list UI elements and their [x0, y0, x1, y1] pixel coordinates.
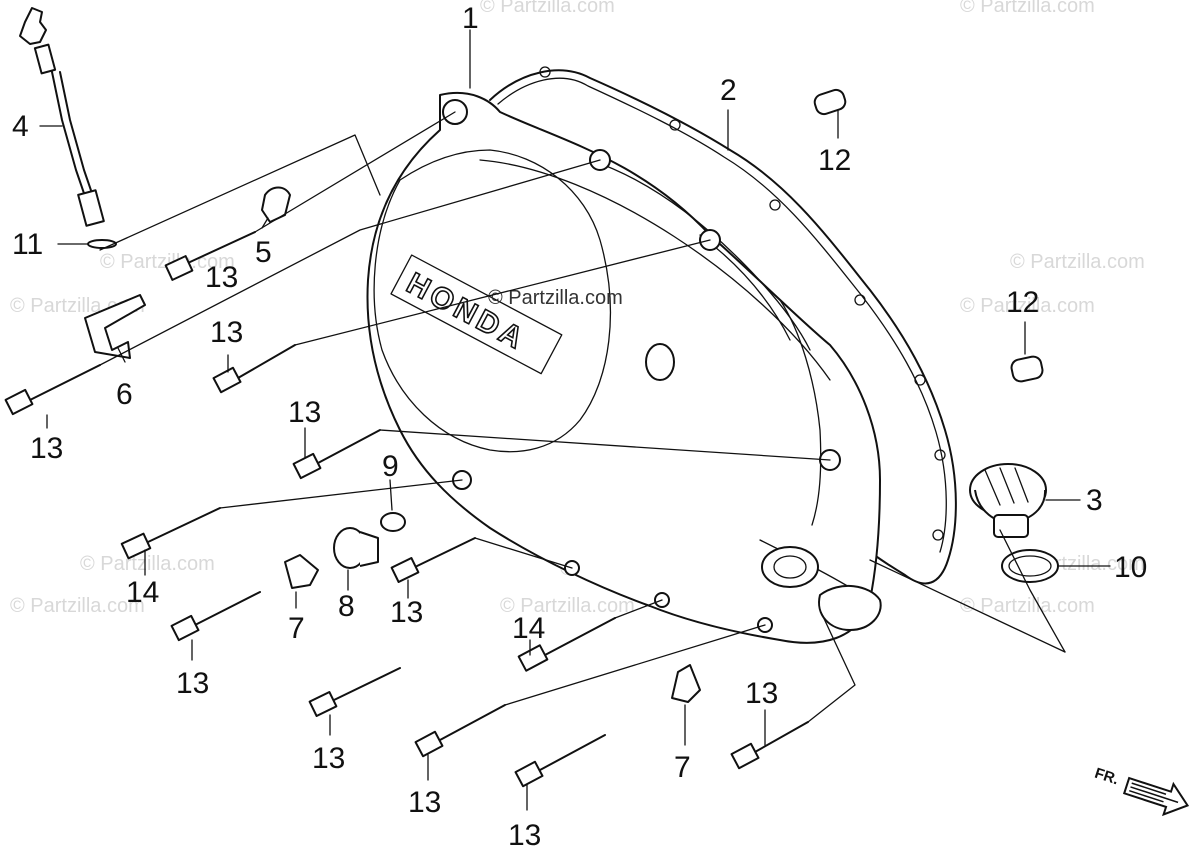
callout-4: 4 [12, 110, 29, 143]
dowel-pin [813, 88, 847, 116]
dowel-pin [1010, 355, 1044, 383]
bolt [308, 667, 401, 718]
callout-13: 13 [312, 742, 345, 775]
watermark: © Partzilla.com [960, 595, 1095, 617]
callout-1: 1 [462, 2, 479, 35]
callout-2: 2 [720, 74, 737, 107]
callout-10: 10 [1114, 551, 1147, 584]
callout-13: 13 [30, 432, 63, 465]
o-ring [1001, 549, 1059, 583]
bolt [730, 721, 809, 770]
bolt [514, 734, 606, 788]
bolt [164, 231, 256, 281]
bolt [212, 344, 296, 394]
callout-12: 12 [818, 144, 851, 177]
callout-13: 13 [288, 396, 321, 429]
bolt [120, 507, 221, 560]
callout-9: 9 [382, 450, 399, 483]
watermark-center: © Partzilla.com [488, 287, 623, 309]
callout-13: 13 [408, 786, 441, 819]
watermarks: © Partzilla.com © Partzilla.com © Partzi… [10, 0, 1145, 617]
bolt [4, 364, 101, 416]
front-arrow-icon [1122, 776, 1190, 817]
watermark: © Partzilla.com [500, 595, 635, 617]
wire-clamp [284, 554, 319, 589]
leader-lines [39, 29, 1111, 811]
watermark: © Partzilla.com [960, 0, 1095, 17]
oil-filler-cap [969, 463, 1047, 538]
drain-plug [333, 527, 379, 569]
front-direction-indicator: FR. [1092, 765, 1190, 817]
bolt [414, 704, 506, 758]
watermark: © Partzilla.com [10, 595, 145, 617]
bolt [170, 591, 261, 642]
callout-13: 13 [390, 596, 423, 629]
callout-6: 6 [116, 378, 133, 411]
cable-clamp [84, 294, 146, 359]
front-label: FR. [1092, 765, 1120, 789]
wire-clip [261, 186, 291, 223]
callout-11: 11 [12, 228, 43, 261]
o-ring-small [380, 512, 406, 532]
callout-13: 13 [745, 677, 778, 710]
callout-13: 13 [176, 667, 209, 700]
callout-labels: 1 2 3 4 5 6 7 7 8 9 10 11 12 12 13 13 13… [12, 2, 1147, 852]
callout-14: 14 [126, 576, 159, 609]
cover-gasket-inner [497, 77, 947, 553]
bolts [4, 231, 809, 788]
callout-13: 13 [210, 316, 243, 349]
bolt [517, 617, 616, 672]
callout-3: 3 [1086, 484, 1103, 517]
gasket-holes [539, 66, 946, 541]
callout-14: 14 [512, 612, 545, 645]
bolt [390, 537, 476, 584]
watermark: © Partzilla.com [960, 295, 1095, 317]
watermark: © Partzilla.com [480, 0, 615, 17]
callout-8: 8 [338, 590, 355, 623]
callout-5: 5 [255, 236, 272, 269]
callout-7: 7 [674, 751, 691, 784]
right-crankcase-cover: HONDA © Partzilla.com [366, 91, 882, 644]
dipstick [19, 7, 105, 227]
watermark: © Partzilla.com [80, 553, 215, 575]
callout-13: 13 [205, 261, 238, 294]
callout-12: 12 [1006, 286, 1039, 319]
cover-gasket [489, 69, 957, 585]
o-ring-inner [1008, 555, 1052, 577]
wire-clamp [671, 664, 701, 703]
callout-13: 13 [508, 819, 541, 852]
bolt [292, 429, 381, 480]
watermark: © Partzilla.com [1010, 251, 1145, 273]
callout-7: 7 [288, 612, 305, 645]
